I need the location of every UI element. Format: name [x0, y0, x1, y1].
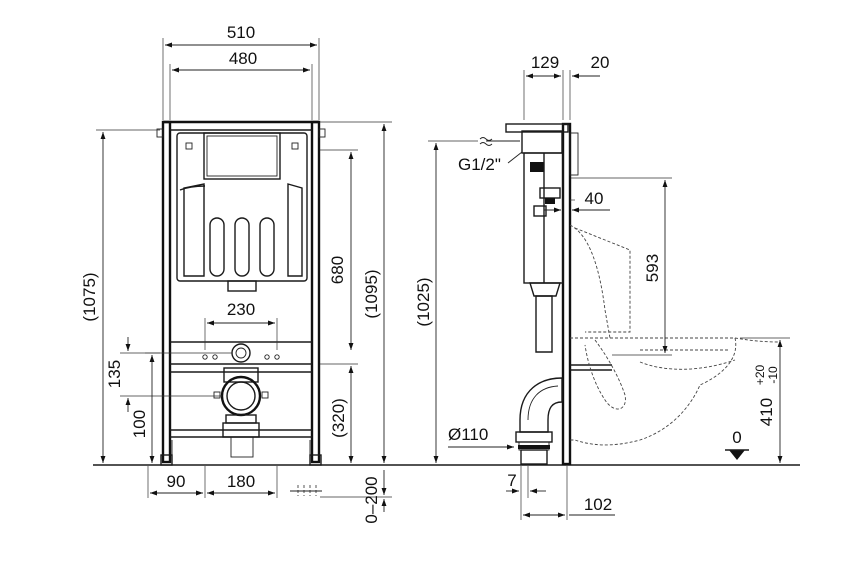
- dim-410-tol-plus: +20: [753, 364, 767, 385]
- toilet-bowl-outline: [570, 337, 737, 446]
- front-view: [156, 120, 326, 496]
- dim-510-label: 510: [227, 23, 255, 42]
- side-view: [479, 122, 781, 466]
- dim-480-label: 480: [229, 49, 257, 68]
- dim-1095-label: (1095): [362, 269, 381, 318]
- floor-zero-marker: [729, 450, 745, 460]
- dim-320-label: (320): [329, 398, 348, 438]
- supply-connection: [231, 343, 251, 363]
- flush-plate: [203, 132, 281, 180]
- frame-left-post: [161, 120, 172, 464]
- side-frame-post: [561, 122, 572, 466]
- thread-g12-label: G1/2": [458, 155, 501, 174]
- dim-230-label: 230: [227, 300, 255, 319]
- dim-129-label: 129: [531, 53, 559, 72]
- dim-410-label: 410: [757, 398, 776, 426]
- dim-90-label: 90: [167, 472, 186, 491]
- dim-180-label: 180: [227, 472, 255, 491]
- floor-zero-label: 0: [732, 428, 741, 447]
- dim-7-label: 7: [507, 471, 516, 490]
- side-dimensions: 129 20 G1/2" 40 (1025) 593 Ø110 7 102: [414, 53, 790, 520]
- dim-102-label: 102: [584, 495, 612, 514]
- front-dimensions: 510 480 (1075) 680 (1095) 230 135 100: [80, 23, 392, 524]
- dim-135-label: 135: [105, 360, 124, 388]
- dim-100-label: 100: [130, 410, 149, 438]
- dim-d110-label: Ø110: [448, 425, 488, 444]
- dim-680-label: 680: [328, 256, 347, 284]
- dim-0-200-label: 0–200: [362, 476, 381, 523]
- dim-40-label: 40: [585, 189, 604, 208]
- dim-410-tol-minus: -10: [766, 366, 780, 384]
- dim-593-label: 593: [643, 254, 662, 282]
- dim-1025-label: (1025): [414, 277, 433, 326]
- dim-1075-label: (1075): [80, 272, 99, 321]
- dim-20-label: 20: [591, 53, 610, 72]
- frame-right-post: [310, 120, 321, 464]
